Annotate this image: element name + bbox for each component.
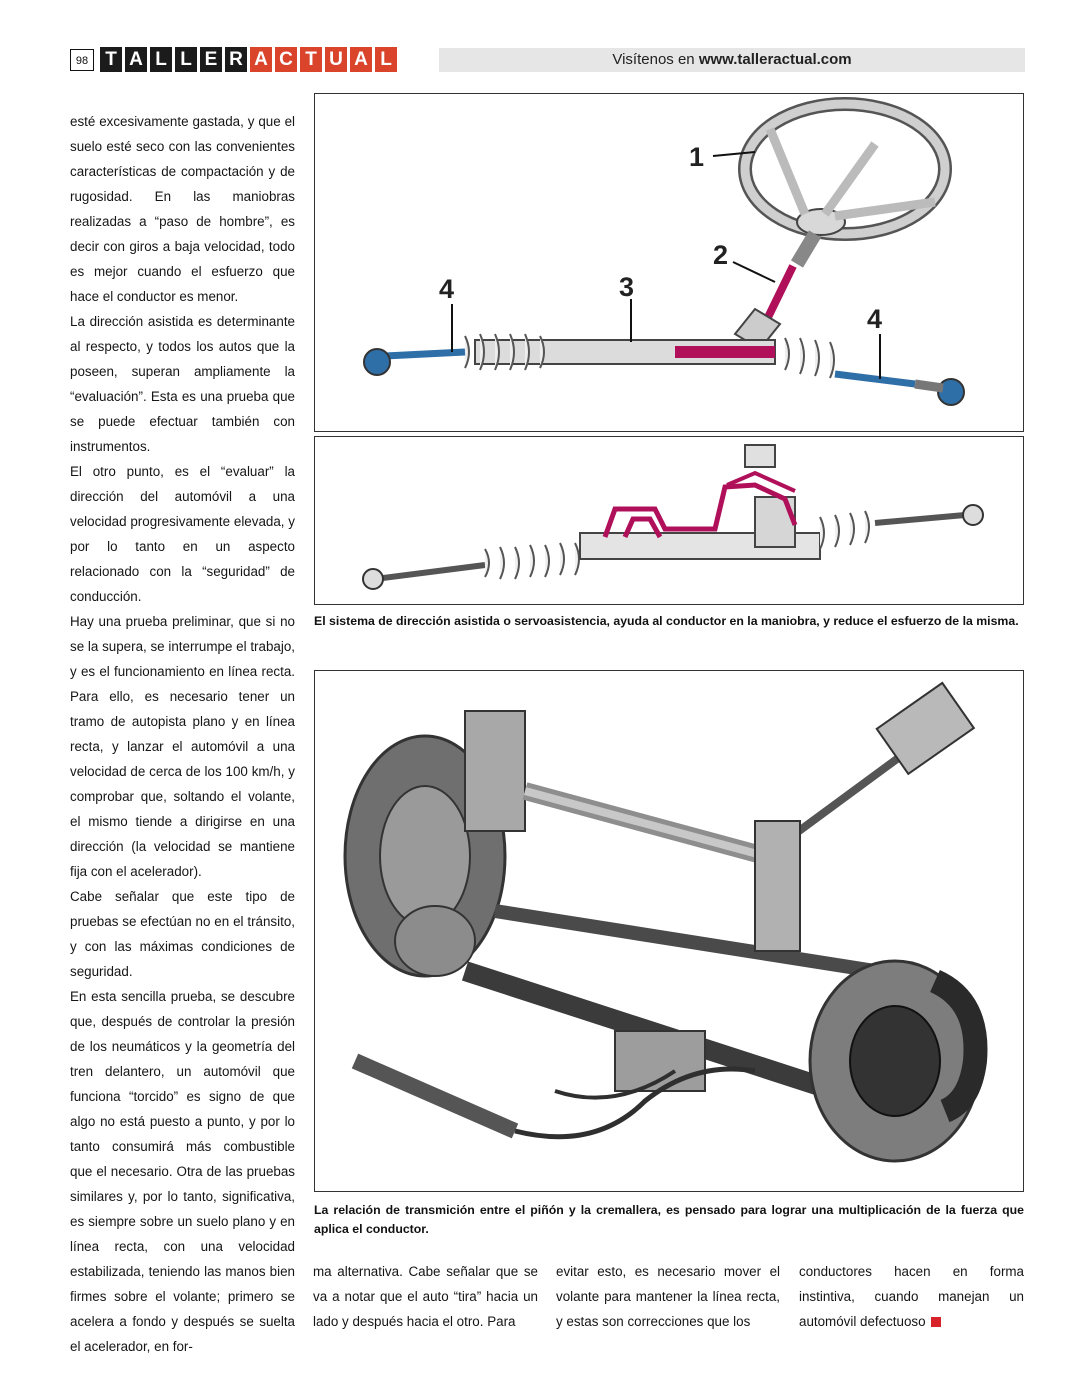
leader-line xyxy=(732,261,776,283)
paragraph: La dirección asistida es determinante al… xyxy=(70,314,295,454)
logo-letter: T xyxy=(300,47,322,72)
bellows-right xyxy=(819,510,870,550)
paragraph: esté excesivamente gastada, y que el sue… xyxy=(70,114,295,304)
wheel-hub-left xyxy=(379,785,471,927)
paragraph: El otro punto, es el “evaluar” la direcc… xyxy=(70,464,295,604)
strut-left xyxy=(464,710,526,832)
logo-letter: L xyxy=(175,47,197,72)
logo-letter: A xyxy=(350,47,372,72)
visit-prefix: Visítenos en xyxy=(612,51,699,68)
power-rack-diagram xyxy=(314,436,1024,605)
tie-rod-end-right xyxy=(962,504,984,526)
tie-rod-right xyxy=(874,512,966,526)
bellows-right xyxy=(784,337,835,379)
paragraph: Cabe señalar que este tipo de pruebas se… xyxy=(70,889,295,979)
column-text: conductores hacen en forma instintiva, c… xyxy=(799,1264,1024,1329)
tie-rod-end-left xyxy=(362,568,384,590)
tie-rod-left xyxy=(374,562,486,582)
label-steering-wheel: 1 xyxy=(689,142,704,172)
bottom-column-3: conductores hacen en forma instintiva, c… xyxy=(799,1259,1024,1334)
steering-system-diagram: 1 2 3 4 4 xyxy=(314,93,1024,432)
front-suspension-photo xyxy=(314,670,1024,1192)
steering-diagram-svg: 1 2 3 4 4 xyxy=(363,97,965,406)
logo-letter: C xyxy=(275,47,297,72)
steering-wheel-rim-shade xyxy=(740,99,950,239)
logo-letter: A xyxy=(250,47,272,72)
hydraulic-hose xyxy=(514,1066,756,1140)
bellows-left xyxy=(484,542,580,580)
hydraulic-line xyxy=(602,482,798,538)
oil-cooler xyxy=(351,1053,519,1139)
hydraulic-line xyxy=(726,470,796,493)
page-header: 98 T A L L E R A C T U A L Visítenos en … xyxy=(70,47,1025,74)
steering-column-housing xyxy=(875,681,976,776)
wheel-hub-right xyxy=(849,1005,941,1117)
hydraulic-hose xyxy=(554,1069,677,1100)
logo-letter: L xyxy=(150,47,172,72)
tie-rod-end-left xyxy=(363,348,391,376)
page-number: 98 xyxy=(70,49,94,71)
label-tie-rod-left: 4 xyxy=(439,274,454,304)
logo-letter: T xyxy=(100,47,122,72)
left-column-text: esté excesivamente gastada, y que el sue… xyxy=(70,109,295,1359)
power-steering-pump xyxy=(394,905,476,977)
tie-rod-left xyxy=(384,348,466,360)
logo-letter: U xyxy=(325,47,347,72)
logo-letter: E xyxy=(200,47,222,72)
tie-rod-right xyxy=(834,370,916,388)
figure-caption: El sistema de dirección asistida o servo… xyxy=(314,614,1019,628)
website-link[interactable]: www.talleractual.com xyxy=(698,51,852,68)
magazine-logo: T A L L E R A C T U A L xyxy=(100,47,397,72)
label-rack: 3 xyxy=(619,272,634,302)
suspension-illustration-svg xyxy=(343,681,988,1163)
figure-caption: La relación de transmición entre el piñó… xyxy=(314,1203,1024,1236)
brake-caliper-right xyxy=(929,970,988,1123)
label-tie-rod-right: 4 xyxy=(867,304,882,334)
strut-right xyxy=(754,820,801,952)
rack-highlight xyxy=(675,346,775,358)
hydraulic-line xyxy=(622,516,663,539)
logo-letter: L xyxy=(375,47,397,72)
steering-spokes xyxy=(765,127,936,221)
tie-rod-adjuster-right xyxy=(914,379,944,393)
bottom-column-2: evitar esto, es necesario mover el volan… xyxy=(556,1264,780,1329)
steering-rack-shade xyxy=(523,787,767,860)
logo-letter: R xyxy=(225,47,247,72)
website-banner: Visítenos en www.talleractual.com xyxy=(439,48,1025,72)
subframe-cross-member xyxy=(493,904,877,978)
end-of-article-icon xyxy=(930,1317,941,1327)
leader-line xyxy=(712,151,756,157)
paragraph: Hay una prueba preliminar, que si no se … xyxy=(70,614,295,879)
paragraph: En esta sencilla prueba, se descubre que… xyxy=(70,989,295,1354)
power-rack-svg xyxy=(362,444,984,590)
bottom-column-1: ma alternativa. Cabe señalar que se va a… xyxy=(313,1264,538,1329)
steering-column-upper xyxy=(790,230,822,268)
tie-rod-end-right xyxy=(937,378,965,406)
steering-hub xyxy=(796,208,846,236)
logo-letter: A xyxy=(125,47,147,72)
bellows-left xyxy=(464,333,545,371)
control-valve xyxy=(744,444,776,468)
label-steering-column: 2 xyxy=(713,240,728,270)
